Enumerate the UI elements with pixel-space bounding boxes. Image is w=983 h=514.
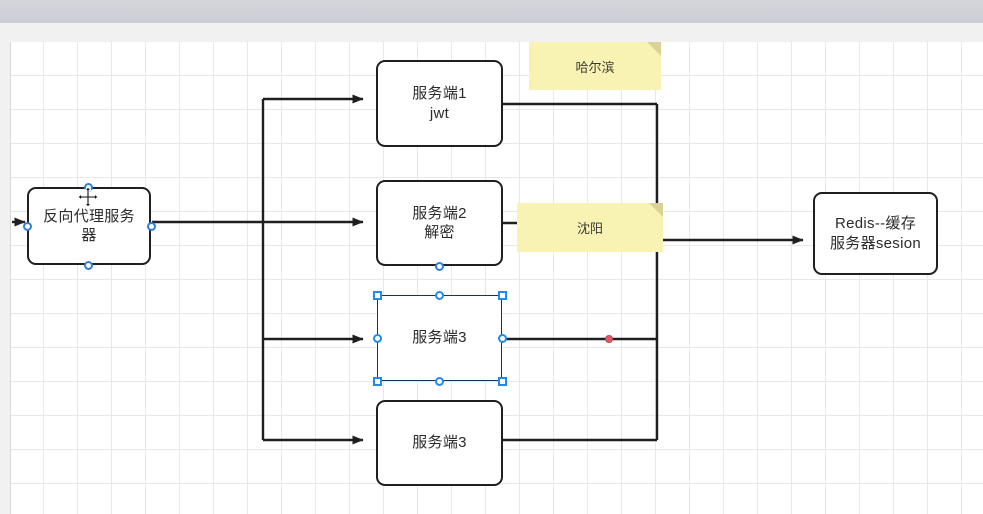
toolbar-strip[interactable] (0, 0, 983, 24)
node-label: 反向代理服务 器 (43, 207, 135, 244)
vertical-ruler (0, 42, 11, 514)
node-server3-selected[interactable]: 服务端3 (377, 295, 502, 381)
horizontal-ruler (0, 23, 983, 43)
node-server2[interactable]: 服务端2 解密 (376, 180, 503, 266)
resize-handle-w[interactable] (373, 334, 382, 343)
sticky-note-label: 哈尔滨 (575, 59, 615, 75)
resize-handle-n[interactable] (435, 291, 444, 300)
node-label: 服务端3 (412, 329, 467, 347)
diagram-canvas[interactable]: 哈尔滨 沈阳 反向代理服务 器 服务端1 jwt 服务端2 解密 服务端3 (11, 42, 983, 514)
sticky-note-label: 沈阳 (576, 221, 603, 236)
node-label: Redis--缓存 服务器sesion (829, 215, 922, 252)
edge-waypoint-marker[interactable] (605, 335, 613, 343)
resize-handle-nw[interactable] (373, 291, 382, 300)
port-east[interactable] (147, 222, 156, 231)
sticky-note-harbin[interactable]: 哈尔滨 (529, 42, 661, 90)
port-west[interactable] (23, 222, 32, 231)
sticky-note-shenyang[interactable]: 沈阳 (517, 203, 663, 252)
move-cursor (77, 186, 99, 208)
resize-handle-sw[interactable] (373, 377, 382, 386)
node-label: 服务端1 jwt (412, 85, 467, 122)
resize-handle-ne[interactable] (498, 291, 507, 300)
node-label: 服务端2 解密 (412, 204, 467, 241)
note-fold-icon (647, 42, 661, 56)
node-redis-cache-server[interactable]: Redis--缓存 服务器sesion (813, 192, 938, 275)
resize-handle-se[interactable] (498, 377, 507, 386)
resize-handle-s[interactable] (435, 377, 444, 386)
note-fold-icon (649, 203, 663, 217)
node-server3[interactable]: 服务端3 (376, 400, 503, 486)
node-label: 服务端3 (412, 434, 467, 452)
node-server1[interactable]: 服务端1 jwt (376, 60, 503, 147)
resize-handle-e[interactable] (498, 334, 507, 343)
port-south[interactable] (84, 261, 93, 270)
port-south-server2[interactable] (435, 262, 444, 271)
connector-layer (12, 94, 804, 445)
